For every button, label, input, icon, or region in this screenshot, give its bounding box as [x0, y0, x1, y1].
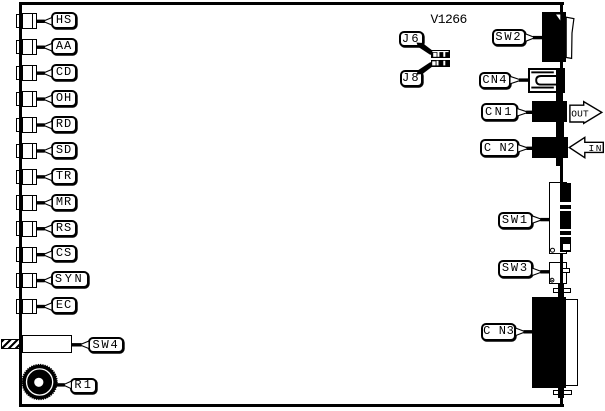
svg-text:IN: IN	[589, 143, 603, 154]
svg-text:OUT: OUT	[571, 108, 589, 119]
